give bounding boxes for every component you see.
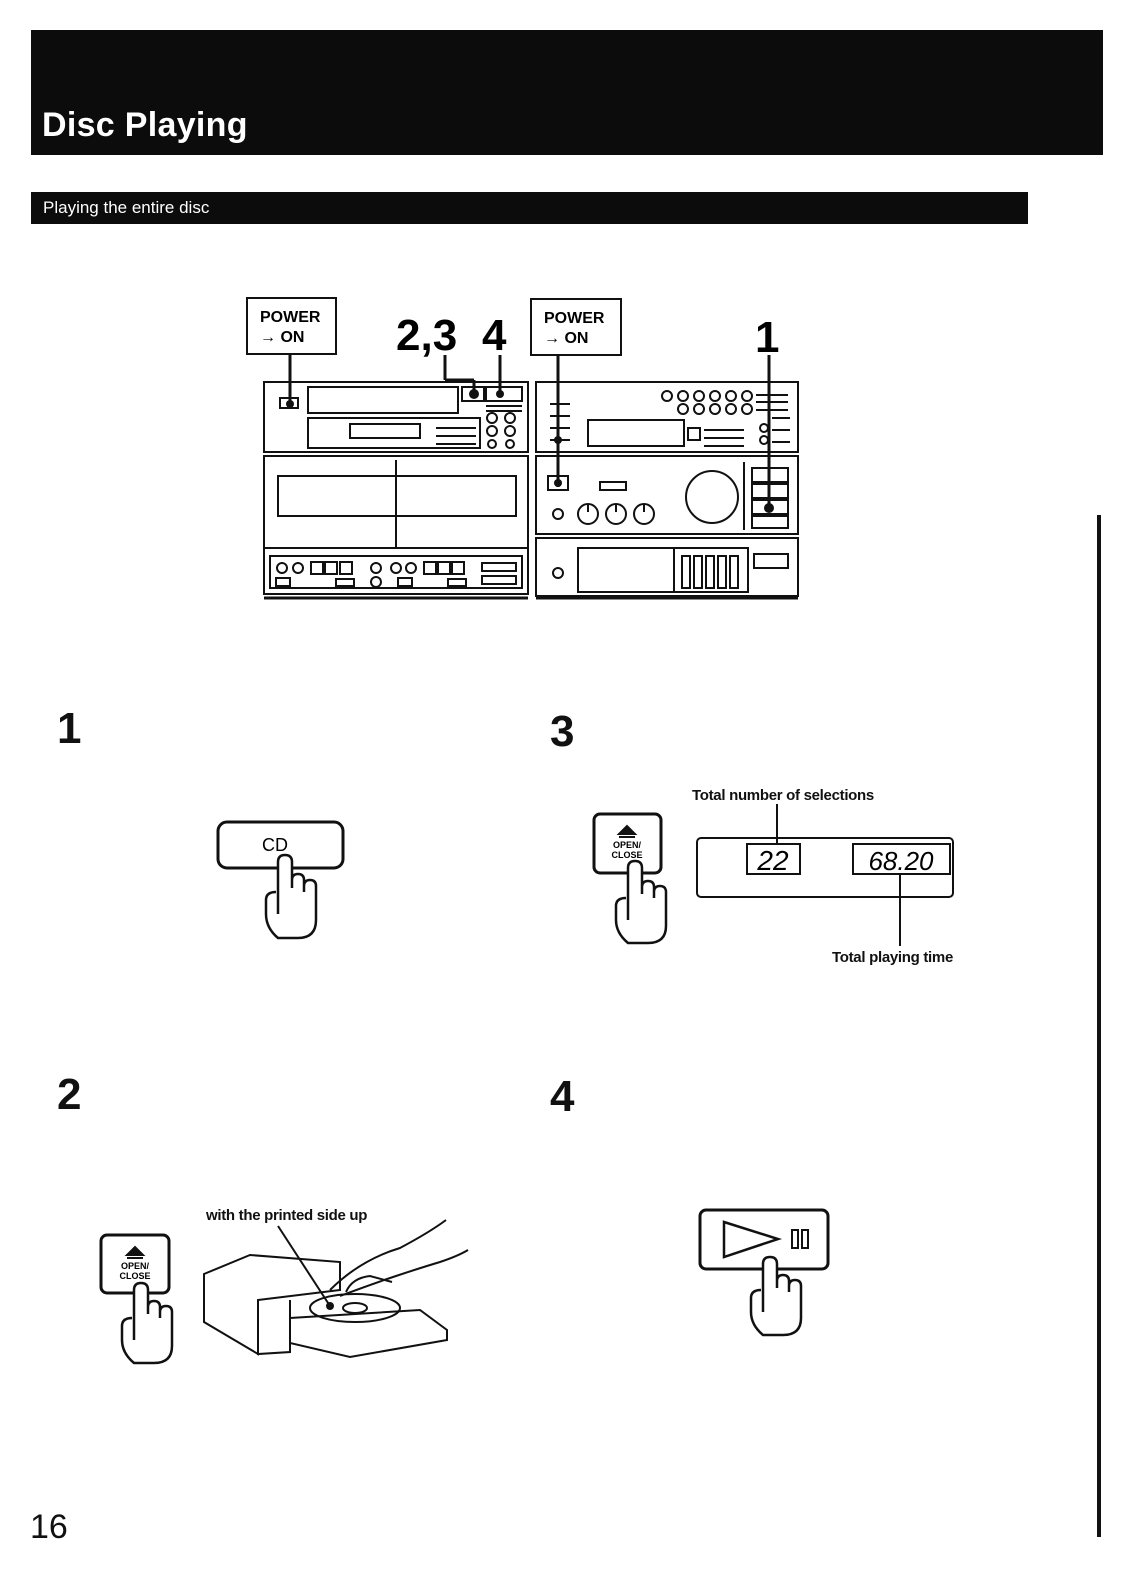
power-label-right-line1: POWER bbox=[544, 310, 605, 327]
pointing-hand-icon bbox=[122, 1283, 172, 1363]
step-number-1: 1 bbox=[57, 704, 81, 754]
label-printed-side-up: with the printed side up bbox=[206, 1207, 367, 1224]
svg-text:CLOSE: CLOSE bbox=[611, 850, 642, 860]
callout-steps-2-3: 2,3 bbox=[396, 311, 457, 360]
cd-player-loading-drawing bbox=[204, 1220, 468, 1357]
step-1-illustration: CD bbox=[210, 815, 350, 945]
step-number-2: 2 bbox=[57, 1070, 81, 1120]
page-edge-rule bbox=[1097, 515, 1101, 1537]
page-number: 16 bbox=[30, 1508, 68, 1547]
label-total-playing-time: Total playing time bbox=[832, 949, 953, 966]
step-number-3: 3 bbox=[550, 707, 574, 757]
step-number-4: 4 bbox=[550, 1072, 574, 1122]
step-4-illustration bbox=[692, 1202, 837, 1342]
callout-step-1: 1 bbox=[755, 313, 779, 362]
callout-step-4: 4 bbox=[482, 311, 507, 360]
step-3-illustration: OPEN/ CLOSE 22 68.20 bbox=[585, 780, 970, 970]
section-title: Playing the entire disc bbox=[43, 198, 209, 218]
step-2-illustration: OPEN/ CLOSE bbox=[95, 1200, 475, 1375]
power-label-left-line2: → ON bbox=[260, 329, 304, 346]
svg-text:CLOSE: CLOSE bbox=[119, 1271, 150, 1281]
power-label-left-line1: POWER bbox=[260, 309, 321, 326]
label-total-selections: Total number of selections bbox=[692, 787, 874, 804]
display-total-time: 68.20 bbox=[868, 846, 934, 876]
power-label-right-line2: → ON bbox=[544, 330, 588, 347]
tuner-unit bbox=[536, 382, 798, 452]
svg-text:OPEN/: OPEN/ bbox=[613, 840, 642, 850]
page-title: Disc Playing bbox=[42, 106, 248, 145]
display-track-count: 22 bbox=[756, 845, 789, 876]
stereo-system-illustration: POWER → ON POWER → ON 2,3 4 1 bbox=[240, 290, 820, 610]
cd-button-label: CD bbox=[262, 835, 288, 855]
svg-text:OPEN/: OPEN/ bbox=[121, 1261, 150, 1271]
